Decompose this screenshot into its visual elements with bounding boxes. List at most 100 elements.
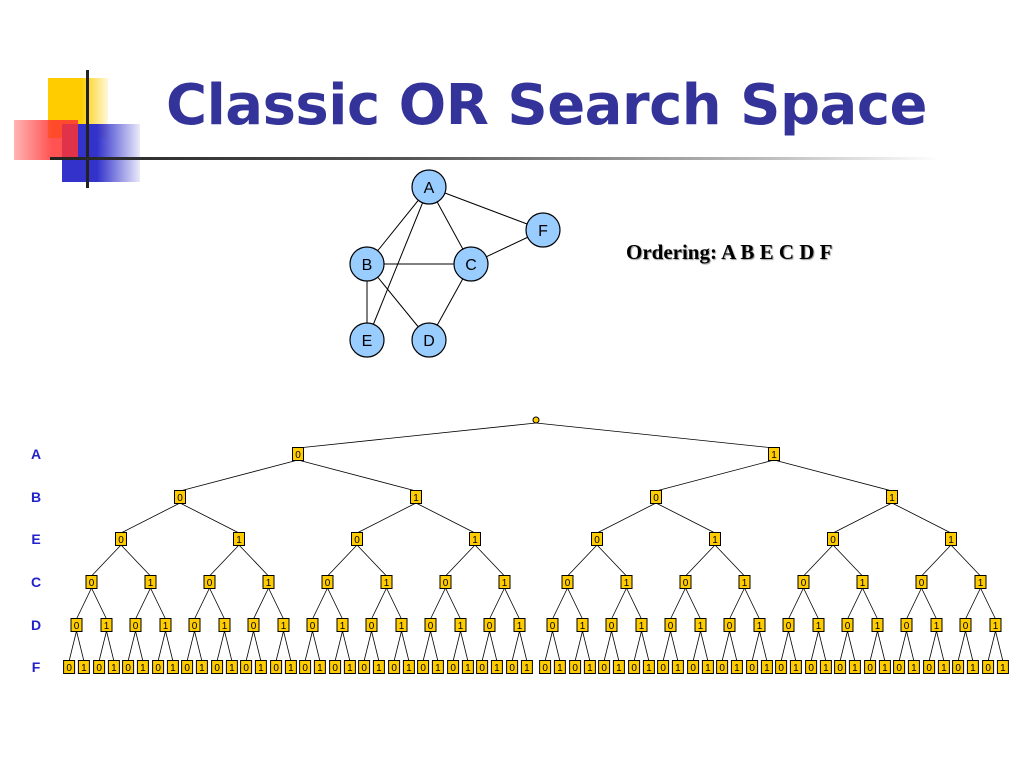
tree-node-f-0: 0	[476, 660, 489, 674]
tree-edge	[950, 544, 981, 577]
tree-node-value: 0	[786, 621, 792, 632]
tree-node-value: 1	[458, 621, 464, 632]
tree-node-f-0: 0	[864, 660, 877, 674]
tree-node-f-0: 0	[329, 660, 342, 674]
tree-node-f-1: 1	[195, 660, 208, 674]
tree-node-value: 1	[993, 621, 999, 632]
tree-node-d-1: 1	[336, 618, 349, 632]
tree-edge	[552, 587, 568, 620]
tree-edge	[386, 587, 402, 620]
tree-node-value: 0	[450, 663, 456, 674]
tree-node-value: 1	[757, 621, 763, 632]
tree-node-f-1: 1	[520, 660, 533, 674]
tree-edge	[780, 630, 789, 662]
tree-node-value: 0	[837, 663, 843, 674]
tree-node-d-0: 0	[483, 618, 496, 632]
tree-edge	[839, 630, 848, 662]
tree-node-d-0: 0	[605, 618, 618, 632]
tree-node-d-1: 1	[930, 618, 943, 632]
tree-node-f-0: 0	[299, 660, 312, 674]
tree-node-e-0: 0	[827, 532, 839, 546]
tree-node-f-1: 1	[937, 660, 950, 674]
tree-edge	[714, 544, 745, 577]
tree-node-d-1: 1	[576, 618, 589, 632]
tree-edge	[692, 630, 701, 662]
tree-edge	[489, 587, 505, 620]
tree-edge	[641, 630, 650, 662]
tree-node-f-0: 0	[952, 660, 965, 674]
tree-node-value: 1	[502, 578, 508, 589]
tree-node-value: 1	[793, 663, 799, 674]
tree-edge	[582, 630, 591, 662]
tree-node-f-0: 0	[417, 660, 430, 674]
graph-node-label: E	[362, 333, 373, 350]
tree-node-value: 0	[542, 663, 548, 674]
tree-node-d-1: 1	[395, 618, 408, 632]
tree-edge	[179, 502, 240, 534]
tree-node-value: 0	[369, 621, 375, 632]
tree-edge	[751, 630, 760, 662]
tree-edge	[847, 587, 863, 620]
tree-edge	[297, 422, 537, 449]
tree-node-f-1: 1	[166, 660, 179, 674]
title-underline	[50, 157, 940, 160]
tree-edge	[401, 630, 410, 662]
tree-edge	[877, 630, 886, 662]
graph-node-label: C	[465, 257, 477, 274]
tree-node-value: 0	[243, 663, 249, 674]
tree-node-value: 0	[565, 578, 571, 589]
tree-node-value: 1	[494, 663, 500, 674]
tree-node-value: 1	[266, 578, 272, 589]
tree-edge	[519, 630, 528, 662]
tree-edge	[415, 502, 476, 534]
tree-edge	[574, 630, 583, 662]
tree-edge	[327, 587, 343, 620]
tree-node-f-0: 0	[152, 660, 165, 674]
tree-node-value: 1	[317, 663, 323, 674]
tree-node-value: 0	[830, 535, 836, 546]
tree-edge	[832, 544, 863, 577]
tree-edge	[194, 630, 203, 662]
tree-node-value: 0	[302, 663, 308, 674]
tree-edge	[596, 544, 627, 577]
tree-node-f-0: 0	[270, 660, 283, 674]
tree-edge	[810, 630, 819, 662]
tree-node-a-0: 0	[292, 447, 304, 461]
tree-node-value: 1	[170, 663, 176, 674]
tree-node-f-0: 0	[598, 660, 611, 674]
tree-node-b-0: 0	[650, 490, 662, 504]
tree-node-c-0: 0	[203, 575, 216, 589]
tree-root-node	[532, 416, 540, 424]
tree-node-f-1: 1	[819, 660, 832, 674]
tree-node-value: 0	[550, 621, 556, 632]
tree-edge	[238, 544, 269, 577]
tree-edge	[898, 630, 907, 662]
tree-node-d-1: 1	[513, 618, 526, 632]
tree-node-f-1: 1	[612, 660, 625, 674]
tree-node-value: 1	[111, 663, 117, 674]
tree-edge	[430, 630, 439, 662]
tree-node-f-1: 1	[996, 660, 1009, 674]
tree-edge	[165, 630, 174, 662]
tree-edge	[194, 587, 210, 620]
tree-node-c-1: 1	[498, 575, 511, 589]
tree-edge	[120, 544, 151, 577]
tree-edge	[544, 630, 553, 662]
tree-node-f-0: 0	[746, 660, 759, 674]
tree-node-value: 1	[472, 535, 478, 546]
tree-edge	[987, 630, 996, 662]
tree-node-value: 0	[896, 663, 902, 674]
tree-node-value: 0	[443, 578, 449, 589]
tree-edge	[626, 587, 642, 620]
tree-node-value: 0	[719, 663, 725, 674]
tree-node-value: 0	[273, 663, 279, 674]
tree-node-b-1: 1	[410, 490, 422, 504]
tree-edge	[611, 587, 627, 620]
tree-node-c-0: 0	[679, 575, 692, 589]
tree-node-value: 1	[698, 621, 704, 632]
tree-node-d-1: 1	[159, 618, 172, 632]
tree-edge	[135, 587, 151, 620]
tree-edge	[862, 587, 878, 620]
tree-edge	[327, 544, 358, 577]
